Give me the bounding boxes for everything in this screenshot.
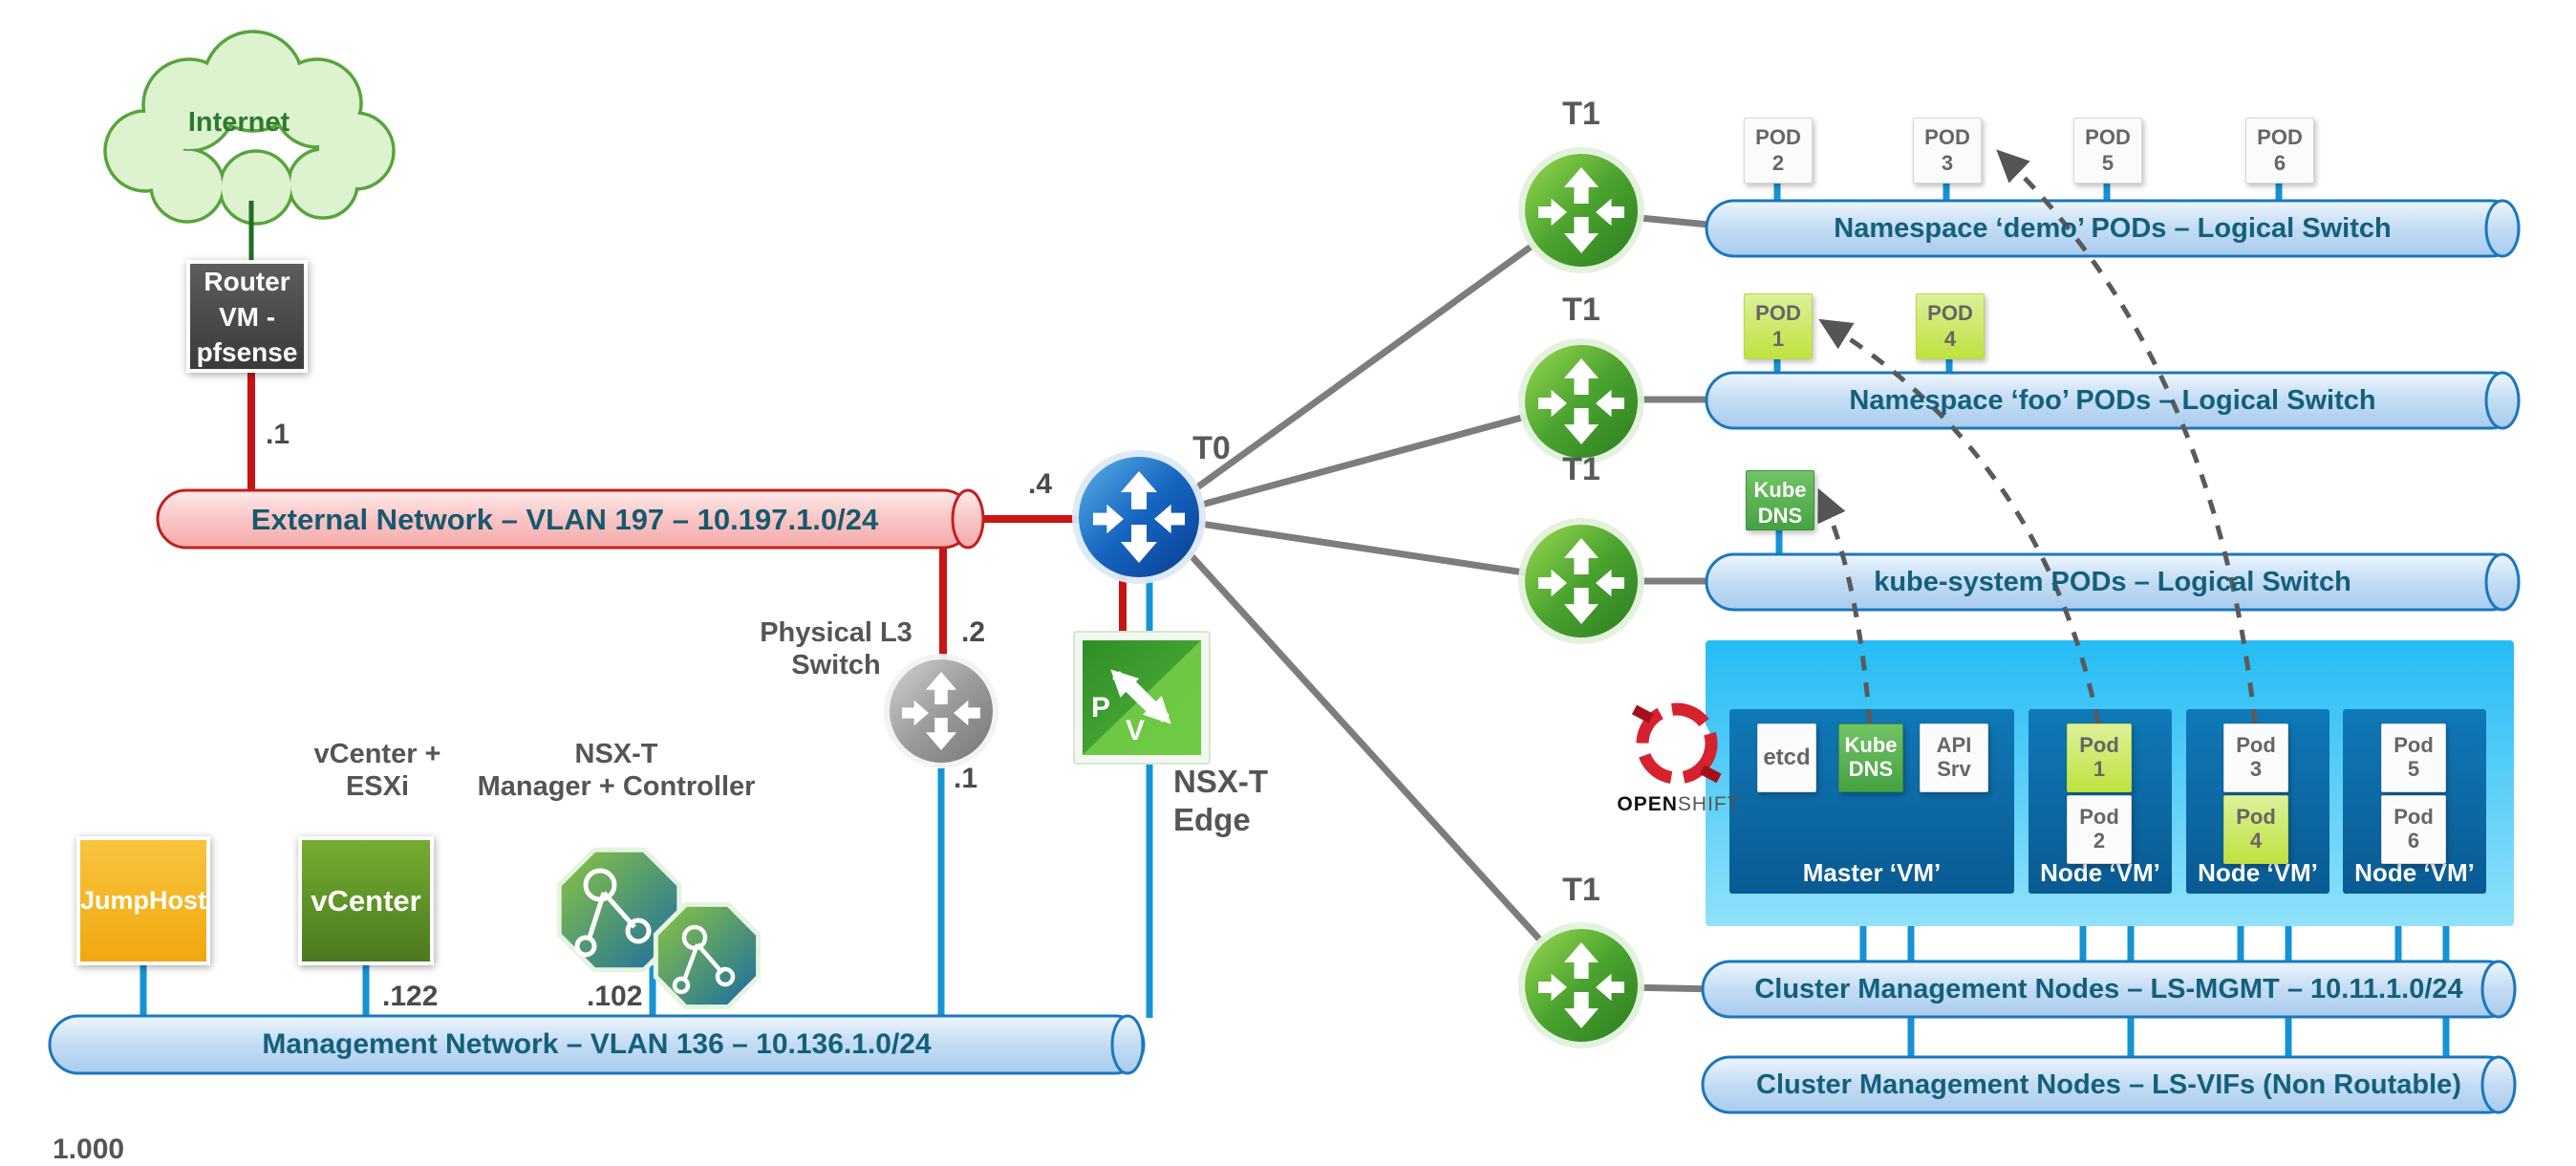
kube-ls-label: kube-system PODs – Logical Switch (1874, 567, 2351, 597)
demo-ls-cylinder (1705, 199, 2521, 258)
router-vm-line1: Router (204, 266, 290, 296)
router-vm-line2: VM - (218, 301, 276, 332)
management-network-cylinder (48, 1014, 1146, 1075)
kube-ls-cylinder (1705, 552, 2521, 612)
t1-router-icon-kube (1518, 518, 1644, 644)
foo-ls-cylinder (1705, 371, 2521, 430)
nsxt-edge-line1: NSX-T (1173, 764, 1268, 799)
t0-label: T0 (1192, 430, 1231, 466)
cropped-bottom-text: 1.000 (53, 1134, 125, 1165)
foo-ls-label: Namespace ‘foo’ PODs – Logical Switch (1849, 385, 2376, 416)
ls-mgmt-cylinder (1701, 960, 2517, 1019)
t1-router-icon-demo (1518, 147, 1644, 273)
nsxt-manager-line1: NSX-T (574, 739, 658, 769)
ip-router-dot1: .1 (266, 419, 290, 450)
ls-vifs-label: Cluster Management Nodes – LS-VIFs (Non … (1756, 1069, 2461, 1100)
external-network-label: External Network – VLAN 197 – 10.197.1.0… (250, 503, 879, 536)
ls-vifs-cylinder (1701, 1055, 2517, 1114)
vcenter-box: vCenter (298, 836, 434, 965)
ip-l3-dot2: .2 (961, 616, 986, 648)
t1-label-mgmt: T1 (1562, 872, 1600, 908)
pod-mapping-dashes (1817, 149, 2258, 724)
jumphost-box: JumpHost (76, 836, 210, 965)
physical-switch-line2: Switch (791, 650, 881, 680)
nsxt-manager-label: NSX-T Manager + Controller (459, 738, 774, 803)
external-network-cylinder (156, 488, 985, 550)
vcenter-esxi-line2: ESXi (345, 771, 410, 802)
blue-links (140, 180, 2450, 1059)
vcenter-esxi-line1: vCenter + (313, 739, 441, 769)
edge-p-letter: P (1091, 692, 1111, 723)
internet-label: Internet (187, 107, 290, 138)
physical-switch-line1: Physical L3 (760, 617, 912, 648)
openshift-wordmark: OPENSHIFT (1617, 793, 1741, 815)
vcenter-esxi-label: vCenter + ESXi (277, 738, 478, 803)
management-network-label: Management Network – VLAN 136 – 10.136.1… (262, 1028, 932, 1060)
t1-router-icon-foo (1518, 338, 1644, 464)
physical-switch-label: Physical L3 Switch (736, 616, 936, 681)
openshift-logo-icon (1631, 702, 1722, 785)
ls-mgmt-label: Cluster Management Nodes – LS-MGMT – 10.… (1754, 974, 2463, 1004)
demo-ls-label: Namespace ‘demo’ PODs – Logical Switch (1834, 213, 2392, 244)
nsxt-edge-label: NSX-T Edge (1173, 763, 1268, 839)
ip-vcenter-122: .122 (382, 981, 439, 1012)
t1-label-kube: T1 (1562, 451, 1600, 487)
t1-label-foo: T1 (1562, 292, 1600, 328)
master-vm-label: Master ‘VM’ (1802, 858, 1942, 887)
internet-cloud-icon (103, 30, 396, 226)
ip-l3-dot1: .1 (954, 763, 978, 794)
ip-t0-dot4: .4 (1028, 468, 1053, 500)
router-vm-box: Router VM - pfsense (186, 260, 308, 373)
t0-router-icon (1072, 450, 1206, 584)
physical-l3-switch-icon (884, 654, 998, 768)
nsxt-edge-line2: Edge (1173, 802, 1251, 837)
etcd-chip: etcd (1757, 723, 1816, 792)
t1-router-icon-mgmt (1518, 922, 1644, 1048)
nsx-manager-icon (556, 847, 762, 1010)
t1-label-demo: T1 (1562, 96, 1600, 132)
ip-nsx-102: .102 (587, 981, 643, 1012)
red-links (247, 373, 1127, 661)
nsxt-manager-line2: Manager + Controller (477, 771, 756, 802)
router-vm-line3: pfsense (196, 336, 298, 367)
edge-v-letter: V (1126, 715, 1146, 746)
nsxt-edge-icon (1073, 631, 1211, 765)
